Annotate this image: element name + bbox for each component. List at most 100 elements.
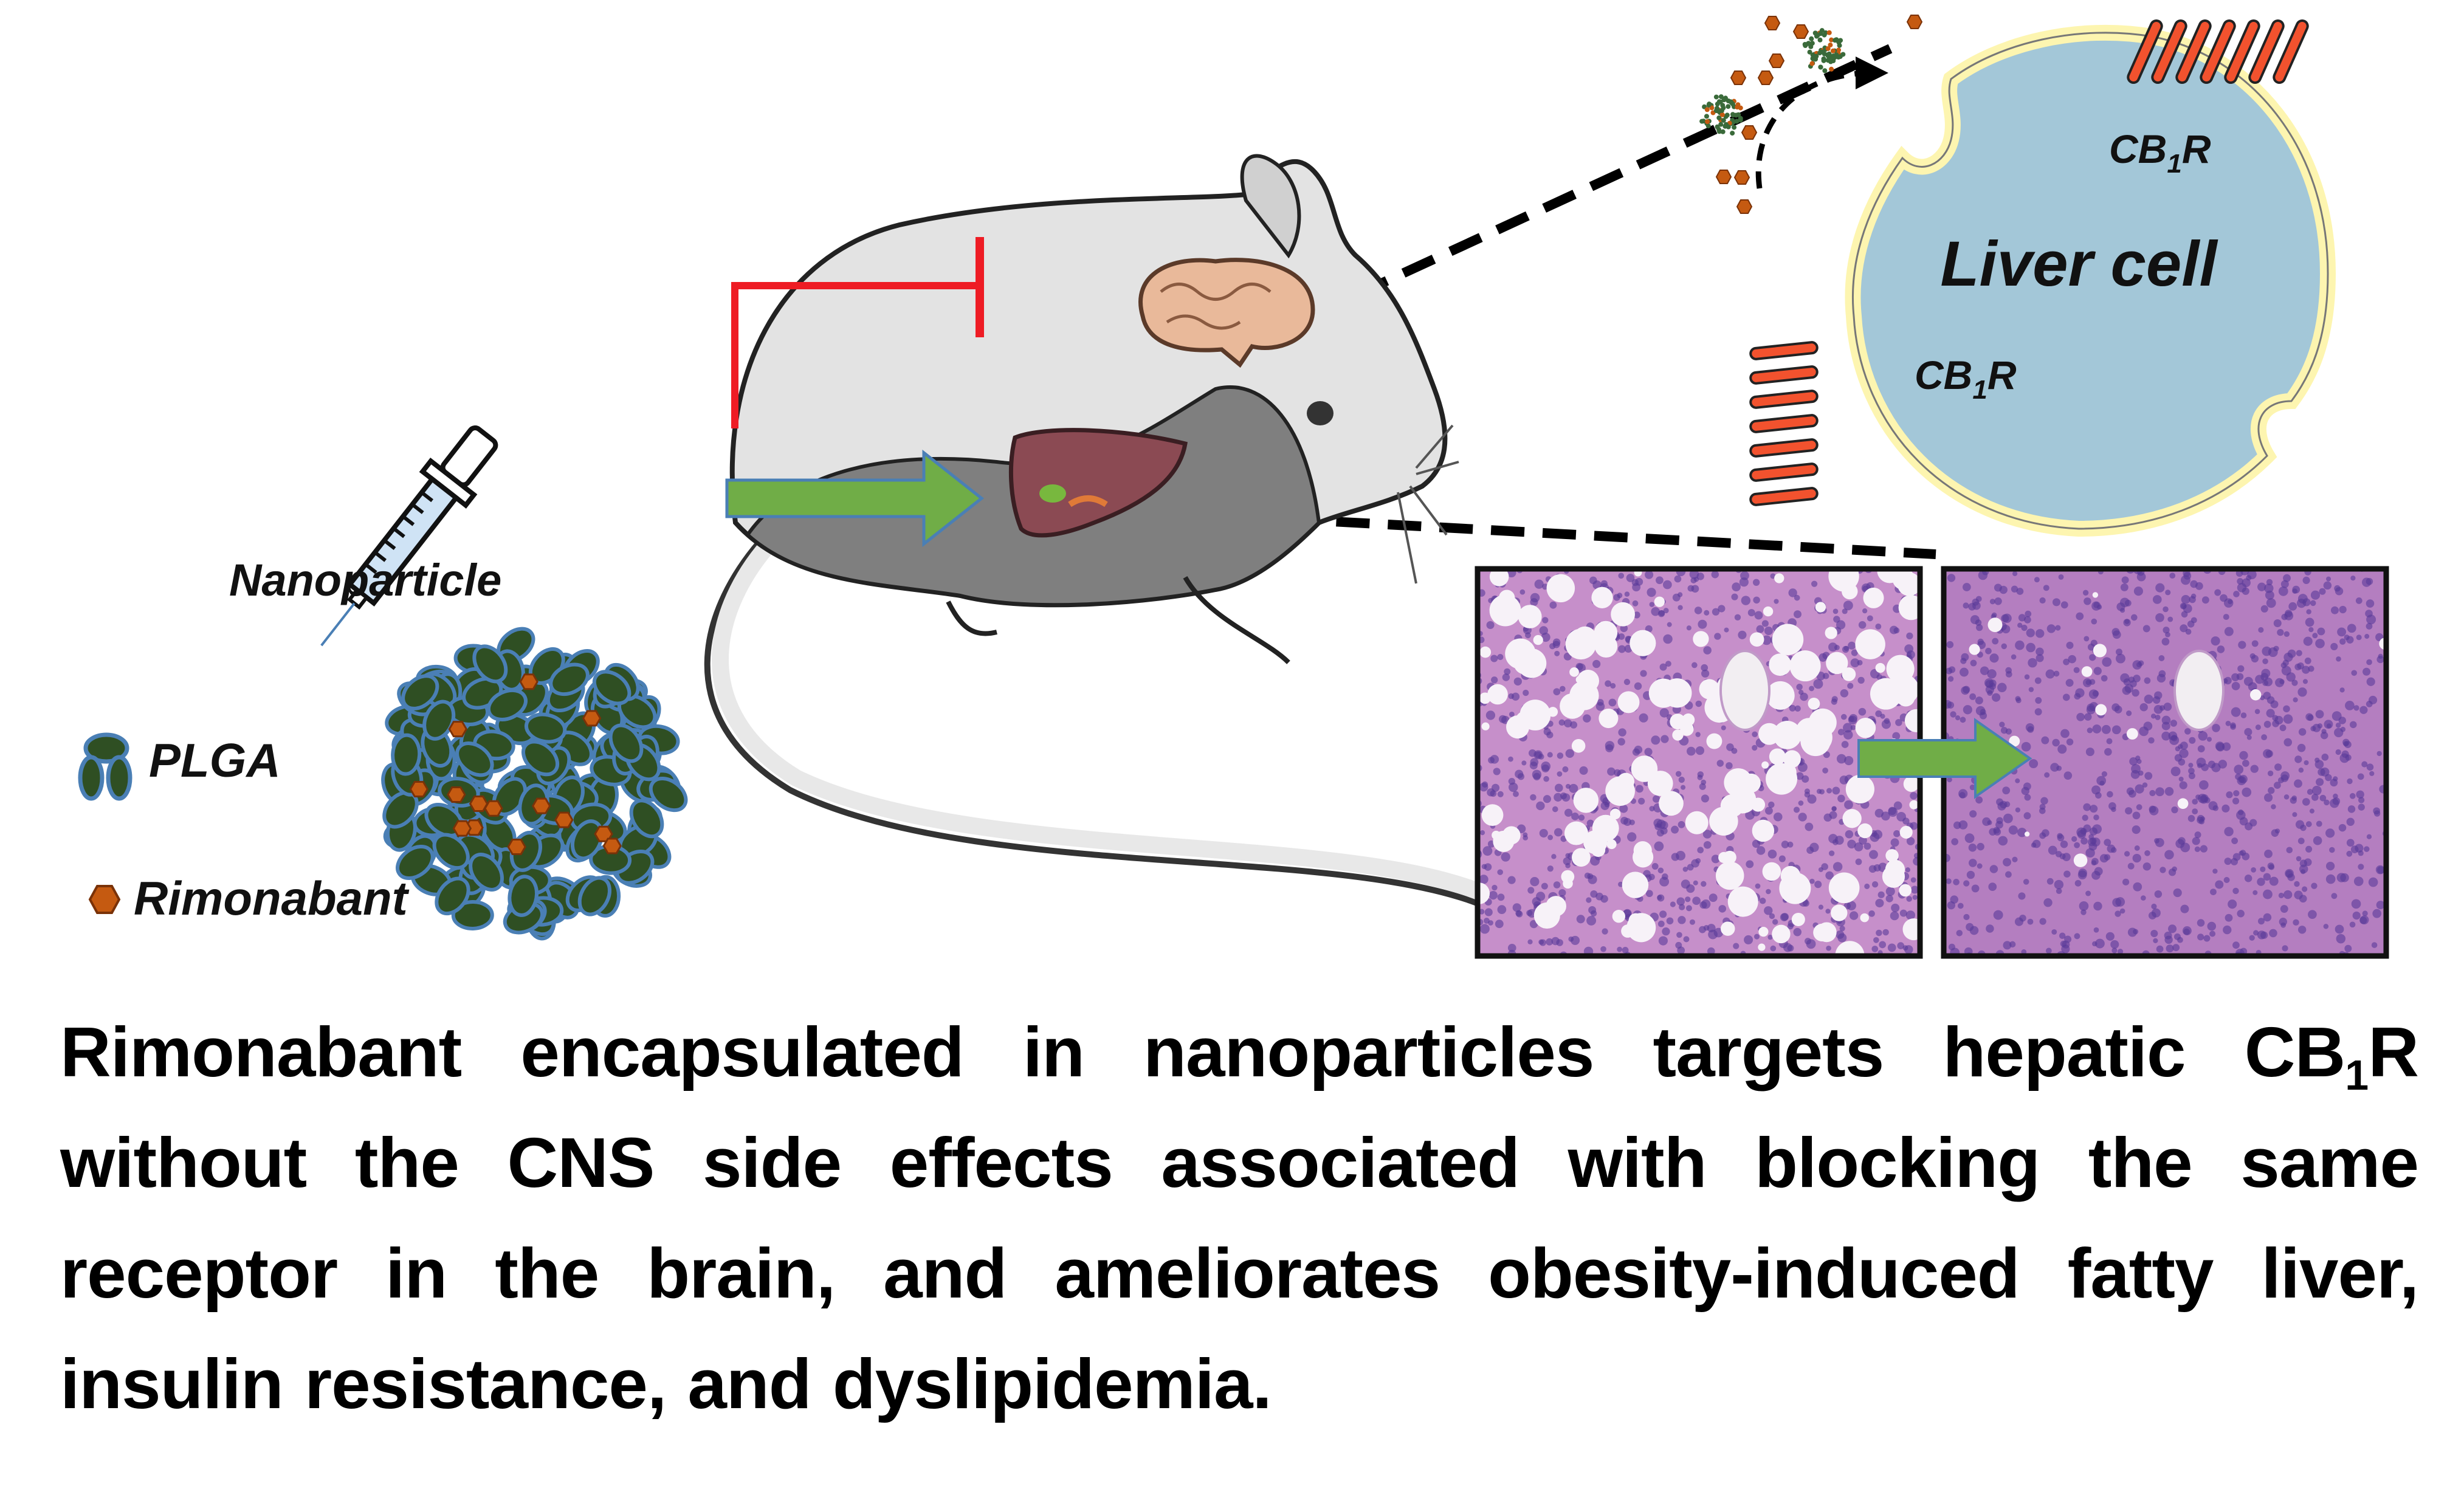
nucleus — [1586, 819, 1594, 827]
nucleus — [2252, 890, 2258, 895]
nucleus — [2230, 858, 2239, 865]
nucleus — [2295, 820, 2305, 829]
nucleus — [1600, 895, 1608, 903]
nucleus — [2319, 794, 2327, 802]
nucleus — [1479, 909, 1485, 915]
nucleus — [2124, 851, 2130, 857]
nucleus — [2063, 771, 2073, 780]
nucleus — [1950, 895, 1959, 904]
nucleus — [1876, 929, 1882, 937]
nucleus — [1851, 649, 1858, 656]
nucleus — [1534, 579, 1544, 589]
nanoparticle-dot — [1806, 41, 1811, 46]
nucleus — [2119, 908, 2125, 914]
nucleus — [1902, 817, 1910, 825]
nucleus — [1663, 634, 1673, 644]
nucleus — [2326, 576, 2332, 582]
nucleus — [2239, 850, 2244, 856]
nucleus — [2314, 760, 2324, 769]
nucleus — [1833, 608, 1839, 614]
nucleus — [1651, 607, 1660, 616]
nucleus — [2234, 765, 2244, 774]
nucleus — [2306, 609, 2311, 614]
nanoparticle-dot — [1716, 127, 1721, 132]
nucleus — [1960, 667, 1969, 677]
nucleus — [1484, 908, 1493, 916]
nucleus — [2076, 712, 2085, 721]
nucleus — [2292, 812, 2297, 817]
nucleus — [1885, 887, 1895, 896]
histology-before — [1475, 566, 1923, 959]
lipid-droplet — [1699, 679, 1719, 700]
nucleus — [2125, 807, 2133, 815]
lipid-droplet — [1575, 676, 1584, 684]
nucleus — [2330, 779, 2338, 787]
nucleus — [2274, 828, 2280, 834]
nucleus — [1764, 906, 1773, 915]
nucleus — [2058, 574, 2064, 580]
nucleus — [1731, 593, 1738, 600]
lipid-droplet — [1685, 811, 1709, 834]
nucleus — [1836, 754, 1846, 764]
nucleus — [1590, 856, 1600, 866]
rimonabant-molecule — [1792, 24, 1809, 39]
nucleus — [2230, 722, 2236, 729]
nucleus — [2356, 790, 2364, 799]
nucleus — [2231, 837, 2239, 844]
lipid-droplet — [1489, 594, 1521, 627]
nucleus — [1770, 945, 1777, 952]
plga-polymer — [570, 819, 604, 861]
nucleus — [2266, 598, 2276, 608]
nucleus — [2329, 847, 2335, 853]
nanoparticle-dot — [1716, 108, 1721, 114]
nucleus — [1699, 783, 1706, 790]
nucleus — [2237, 578, 2244, 585]
nucleus — [1798, 813, 1807, 822]
lipid-droplet — [1813, 923, 1831, 942]
nucleus — [1512, 903, 1521, 912]
nucleus — [2221, 804, 2230, 813]
nucleus — [2212, 724, 2220, 732]
nucleus — [1726, 762, 1733, 769]
nucleus — [2369, 771, 2375, 776]
lipid-droplet — [1723, 850, 1736, 864]
nucleus — [1509, 711, 1515, 717]
lipid-droplet — [1766, 763, 1798, 795]
nucleus — [1659, 910, 1667, 918]
nucleus — [2021, 624, 2028, 631]
nucleus — [1644, 748, 1653, 756]
nucleus — [1701, 669, 1710, 678]
nucleus — [1798, 690, 1804, 695]
nucleus — [2350, 845, 2359, 853]
nanoparticle-dot — [1728, 99, 1733, 105]
nucleus — [2350, 721, 2357, 729]
nucleus — [2339, 605, 2347, 614]
nucleus — [1645, 570, 1654, 579]
nucleus — [1948, 943, 1955, 951]
nucleus — [2071, 836, 2077, 842]
nucleus — [1482, 846, 1493, 856]
nucleus — [2292, 585, 2301, 594]
nucleus — [2003, 813, 2013, 823]
nucleus — [2210, 889, 2217, 896]
nucleus — [1734, 614, 1741, 621]
mouse-whiskers — [1397, 424, 1459, 584]
nucleus — [1989, 599, 1995, 605]
lipid-droplet — [1808, 708, 1837, 737]
nucleus — [1752, 731, 1758, 738]
nucleus — [2015, 807, 2021, 813]
nucleus — [2233, 591, 2240, 597]
nucleus — [2150, 713, 2156, 719]
nucleus — [1996, 817, 2003, 824]
nanoparticle-dot — [1705, 119, 1710, 125]
nucleus — [2249, 819, 2257, 827]
nucleus — [2052, 598, 2061, 607]
nucleus — [1885, 895, 1893, 902]
nucleus — [1497, 653, 1504, 661]
lipid-droplet — [1577, 670, 1600, 692]
nucleus — [1766, 889, 1771, 895]
nucleus — [2364, 846, 2370, 852]
nucleus — [1761, 635, 1772, 645]
nucleus — [2297, 594, 2308, 604]
